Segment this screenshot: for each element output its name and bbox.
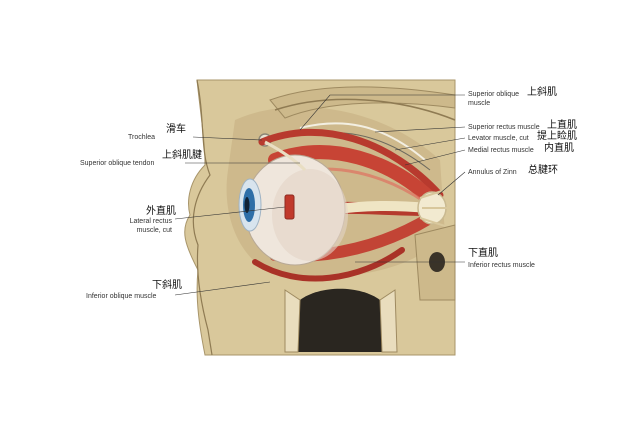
label-sup-rectus-en: Superior rectus muscle	[468, 124, 540, 131]
inferior-oblique-muscle	[252, 247, 405, 282]
zinn-tendons	[419, 189, 447, 227]
leader-zinn	[437, 171, 466, 196]
label-sup-oblique-tendon-en: Superior oblique tendon	[80, 160, 155, 167]
label-zinn-en: Annulus of Zinn	[468, 169, 517, 176]
pupil	[244, 197, 250, 213]
label-levator-en: Levator muscle, cut	[468, 135, 529, 142]
label-levator-zh: 提上睑肌	[537, 131, 577, 142]
label-inferior-oblique-en: Inferior oblique muscle	[86, 293, 157, 300]
label-zinn-zh: 总腱环	[528, 165, 558, 176]
label-sup-oblique-muscle-en-2: muscle	[468, 100, 491, 107]
superior-oblique-tendon-line	[264, 140, 307, 172]
label-trochlea-en: Trochlea	[128, 134, 155, 141]
leader-medial-rectus	[404, 149, 466, 166]
label-sup-oblique-muscle-zh: 上斜肌	[527, 87, 557, 98]
superior-oblique-muscle	[258, 128, 444, 199]
label-inf-rectus-zh: 下直肌	[468, 248, 498, 259]
label-inf-rectus-en: Inferior rectus muscle	[468, 262, 535, 269]
leader-lateral-rectus	[174, 206, 286, 220]
label-inferior-oblique-zh: 下斜肌	[152, 280, 182, 291]
maxillary-sinus	[298, 288, 382, 352]
label-medial-rectus-zh: 内直肌	[544, 143, 574, 154]
label-sup-oblique-muscle-en-1: Superior oblique	[468, 91, 519, 98]
label-lateral-rectus-zh: 外直肌	[146, 206, 176, 217]
leader-trochlea	[192, 136, 263, 141]
label-medial-rectus-en: Medial rectus muscle	[468, 147, 534, 154]
leader-sup-rectus	[374, 126, 466, 133]
sinus-wall-right	[379, 289, 398, 353]
facial-profile	[192, 79, 213, 356]
sinus-wall	[284, 289, 301, 353]
leader-levator	[394, 137, 466, 151]
lateral-rectus-stub	[284, 194, 295, 220]
frontal-nerve	[299, 122, 426, 161]
eyeball-shading	[272, 169, 348, 261]
label-lateral-rectus-en-2: muscle, cut	[136, 227, 172, 234]
leader-sup-oblique-muscle	[299, 94, 465, 131]
roof-cortex	[274, 98, 456, 121]
label-trochlea-zh: 滑车	[166, 124, 186, 135]
label-sup-oblique-tendon-zh: 上斜肌腱	[162, 150, 202, 161]
leader-lines	[174, 94, 466, 296]
label-sup-rectus-zh: 上直肌	[547, 120, 577, 131]
leader-inferior-oblique	[174, 281, 271, 296]
label-lateral-rectus-en-1: Lateral rectus	[129, 218, 172, 225]
